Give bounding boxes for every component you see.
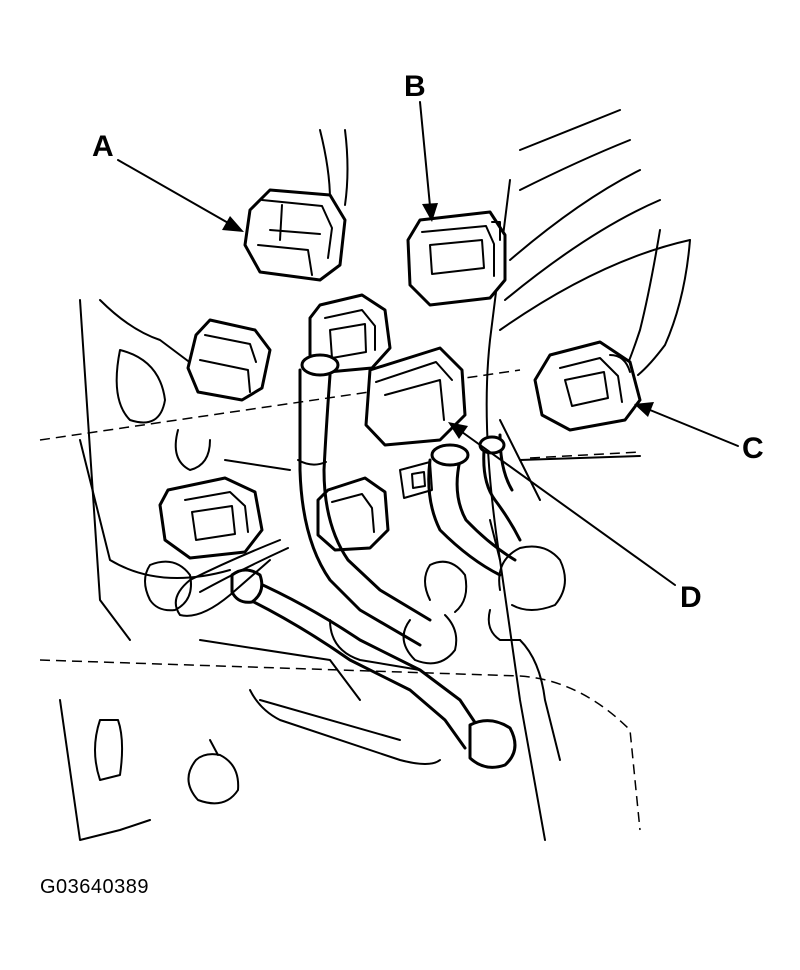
connector-b bbox=[406, 210, 507, 307]
connector-d bbox=[364, 346, 467, 447]
callout-label-a: A bbox=[92, 130, 114, 163]
connector-center-top bbox=[308, 293, 392, 374]
connector-upper-left bbox=[186, 318, 272, 402]
hose-lower bbox=[230, 568, 517, 769]
section-line-lower bbox=[39, 659, 641, 831]
leader-arrow-d bbox=[448, 422, 676, 586]
leader-arrow-b bbox=[419, 101, 438, 222]
leader-arrow-c bbox=[634, 402, 739, 447]
connector-c bbox=[533, 340, 642, 432]
wire-loop bbox=[174, 539, 289, 617]
figure-code: G03640389 bbox=[40, 876, 150, 898]
engine-block bbox=[59, 299, 641, 841]
section-line-middle bbox=[529, 451, 641, 459]
connector-lower-left bbox=[158, 429, 264, 560]
connector-center-lower bbox=[316, 476, 390, 552]
hose-vertical bbox=[297, 353, 432, 647]
leader-arrow-a bbox=[117, 159, 244, 232]
callout-label-c: C bbox=[742, 432, 764, 465]
hose-right bbox=[427, 433, 522, 577]
callout-label-d: D bbox=[680, 581, 702, 614]
connector-a bbox=[243, 188, 347, 282]
bracket-clip bbox=[399, 461, 433, 499]
callout-label-b: B bbox=[404, 70, 426, 103]
